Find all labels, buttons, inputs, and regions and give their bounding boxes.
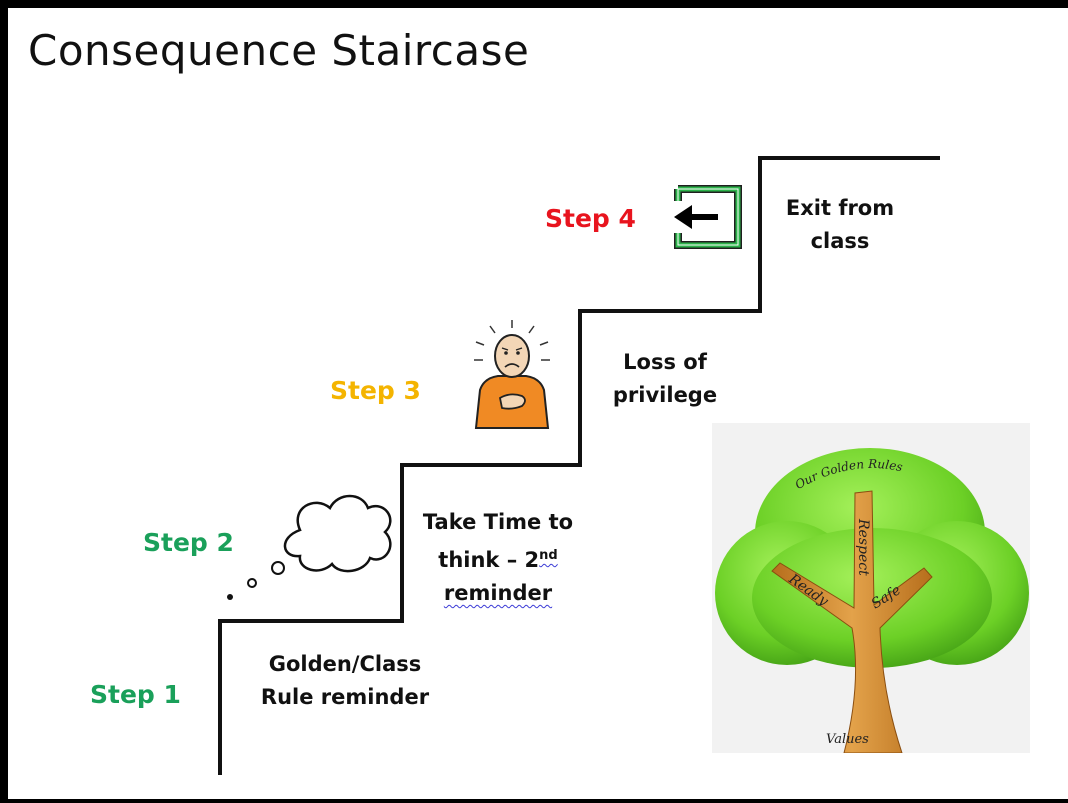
golden-rules-tree-picture: Our Golden Rules Respect Ready Safe Valu… [712,423,1030,754]
thought-bubble-icon [227,494,392,600]
page-title: Consequence Staircase [28,26,530,75]
step-3-description: Loss of privilege [612,350,718,407]
sad-person-icon [474,320,550,429]
step-4-description: Exit from class [785,196,895,253]
exit-door-icon [674,185,742,249]
tree-branch-respect: Respect [855,518,871,576]
step-1-description: Golden/Class Rule reminder [260,652,430,709]
step-1-label: Step 1 [90,680,181,709]
step-3-label: Step 3 [330,376,421,405]
tree-trunk-text: Values [826,732,869,747]
step-4-label: Step 4 [545,204,636,233]
step-2-description: Take Time to think – 2nd reminder [422,510,574,605]
step-2-label: Step 2 [143,528,234,557]
